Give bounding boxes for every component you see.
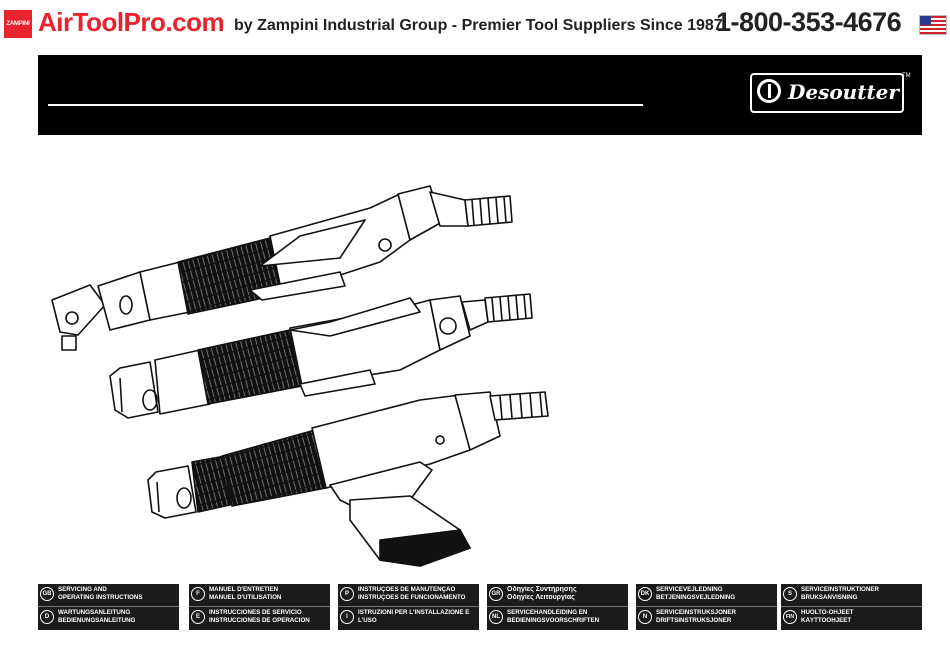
straight-tool xyxy=(109,293,533,419)
language-code-badge: D xyxy=(40,610,54,624)
language-title-line1: Instruções de Manutenção xyxy=(358,586,456,593)
language-title-line1: Instrucciones de Servicio xyxy=(209,609,302,616)
screwdriver-tools-illustration xyxy=(51,185,549,567)
language-index: GB Servicing and Operating Instructions … xyxy=(38,584,922,632)
language-code-badge: GB xyxy=(40,587,54,601)
language-title-line2: Οδηγίες Λειτουργίας xyxy=(507,594,575,601)
phone-number[interactable]: 1-800-353-4676 xyxy=(716,7,902,37)
language-code-badge: F xyxy=(191,587,205,601)
zampini-logo: ZAMPINI xyxy=(4,10,32,38)
language-title-line2: Bedieningsvoorschriften xyxy=(507,617,600,624)
language-title-line2: Driftsinstruksjoner xyxy=(656,617,732,624)
language-code-badge: GR xyxy=(489,587,503,601)
language-box-gb-d: GB Servicing and Operating Instructions … xyxy=(38,584,179,630)
byline: by Zampini Industrial Group - Premier To… xyxy=(234,17,723,34)
language-title-line2: Instrucciones de Operación xyxy=(209,617,310,624)
language-title-line1: Servicing and xyxy=(58,586,107,593)
language-title-line2: l'uso xyxy=(358,617,377,624)
us-flag-icon xyxy=(919,15,947,35)
language-code-badge: S xyxy=(783,587,797,601)
language-code-badge: FIN xyxy=(783,610,797,624)
language-row: DK Servicevejledning Betjeningsvejlednin… xyxy=(636,584,777,606)
language-box-p-i: P Instruções de Manutenção Instruções de… xyxy=(338,584,479,630)
language-code-badge: E xyxy=(191,610,205,624)
language-title-line1: Servicehandleiding en xyxy=(507,609,588,616)
language-title-line2: Bedienungsanleitung xyxy=(58,617,136,624)
language-title-line2: Betjeningsvejledning xyxy=(656,594,736,601)
language-title-line2: Manuel d'utilisation xyxy=(209,594,282,601)
language-title-line2: Bruksanvisning xyxy=(801,594,858,601)
language-row: F Manuel d'entretien Manuel d'utilisatio… xyxy=(189,584,330,606)
language-row: I Istruzioni per l'installazione e l'uso xyxy=(338,607,479,629)
language-title-line1: Huolto-ohjeet xyxy=(801,609,854,616)
language-title-line1: Servicevejledning xyxy=(656,586,723,593)
language-title-line1: Istruzioni per l'installazione e xyxy=(358,609,470,616)
language-row: P Instruções de Manutenção Instruções de… xyxy=(338,584,479,606)
language-title-line2: Käyttöohjeet xyxy=(801,617,852,624)
language-row: GB Servicing and Operating Instructions xyxy=(38,584,179,606)
language-title-line1: Wartungsanleitung xyxy=(58,609,131,616)
desoutter-wordmark: Desoutter xyxy=(788,80,899,104)
brand-name[interactable]: AirToolPro.com xyxy=(38,7,225,37)
language-title-line1: Manuel d'entretien xyxy=(209,586,279,593)
language-title-line2: Instruções de Funcionamento xyxy=(358,594,466,601)
angle-head-tool xyxy=(51,185,513,351)
language-title-line1: Serviceinstruksjoner xyxy=(656,609,736,616)
language-row: GR Οδηγίες Συντήρησης Οδηγίες Λειτουργία… xyxy=(487,584,628,606)
language-code-badge: N xyxy=(638,610,652,624)
language-row: FIN Huolto-ohjeet Käyttöohjeet xyxy=(781,607,922,629)
trademark-mark: TM xyxy=(902,73,911,79)
language-title-line1: Serviceinstruktioner xyxy=(801,586,879,593)
language-title-line1: Οδηγίες Συντήρησης xyxy=(507,586,577,593)
language-box-dk-n: DK Servicevejledning Betjeningsvejlednin… xyxy=(636,584,777,630)
document-header-bar: Desoutter TM xyxy=(38,55,922,135)
language-row: D Wartungsanleitung Bedienungsanleitung xyxy=(38,607,179,629)
language-code-badge: I xyxy=(340,610,354,624)
language-row: NL Servicehandleiding en Bedieningsvoors… xyxy=(487,607,628,629)
language-row: S Serviceinstruktioner Bruksanvisning xyxy=(781,584,922,606)
language-row: E Instrucciones de Servicio Instruccione… xyxy=(189,607,330,629)
language-title-line2: Operating Instructions xyxy=(58,594,143,601)
language-box-f-e: F Manuel d'entretien Manuel d'utilisatio… xyxy=(189,584,330,630)
language-code-badge: DK xyxy=(638,587,652,601)
language-code-badge: P xyxy=(340,587,354,601)
top-banner: ZAMPINI AirToolPro.com by Zampini Indust… xyxy=(0,0,950,52)
desoutter-cp-logo-icon: Desoutter xyxy=(750,73,904,113)
cp-circle-icon xyxy=(757,79,781,103)
language-code-badge: NL xyxy=(489,610,503,624)
language-box-s-fin: S Serviceinstruktioner Bruksanvisning FI… xyxy=(781,584,922,630)
pistol-grip-tool xyxy=(147,391,549,567)
language-box-gr-nl: GR Οδηγίες Συντήρησης Οδηγίες Λειτουργία… xyxy=(487,584,628,630)
title-rule xyxy=(48,104,643,106)
language-row: N Serviceinstruksjoner Driftsinstruksjon… xyxy=(636,607,777,629)
